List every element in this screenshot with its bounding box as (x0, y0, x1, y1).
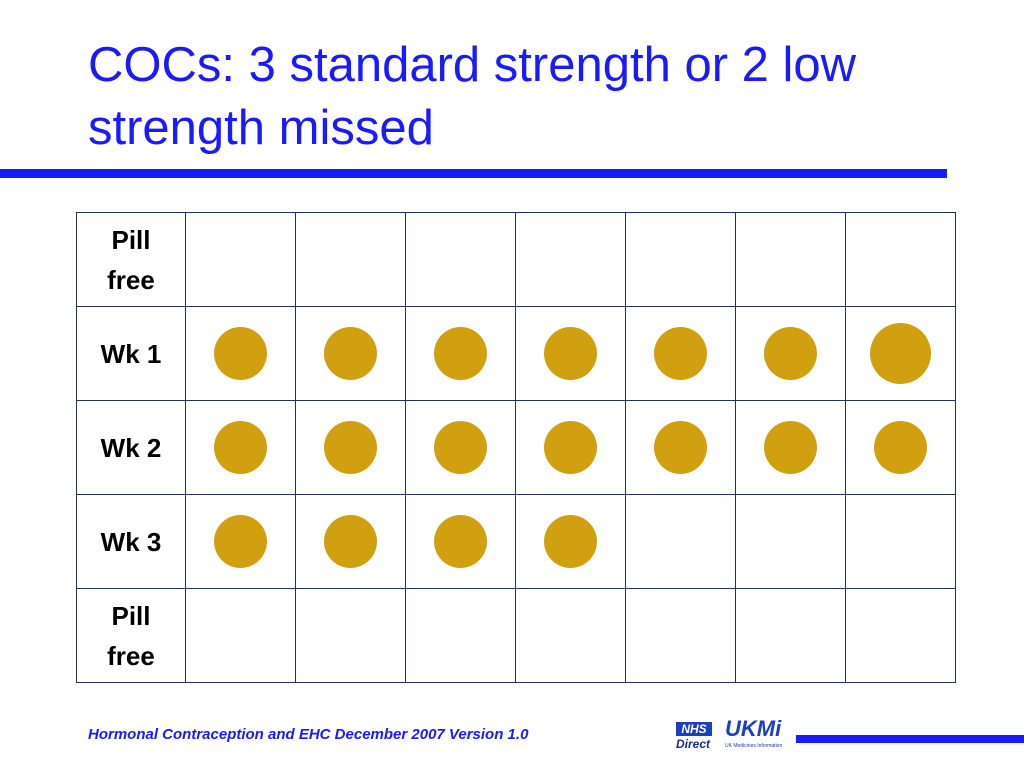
table-row: Wk 1 (76, 306, 956, 401)
table-row: Wk 2 (76, 400, 956, 495)
footer-caption: Hormonal Contraception and EHC December … (88, 726, 529, 743)
day-cell (735, 588, 846, 683)
row-label-line-1: Pill (111, 224, 151, 255)
ukmi-mark: UKMi (725, 716, 782, 741)
pill-icon (214, 327, 267, 380)
day-cell (295, 400, 406, 495)
day-cell (405, 494, 516, 589)
nhs-direct-logo: NHS Direct (676, 722, 716, 756)
day-cell (625, 212, 736, 307)
pill-icon (434, 327, 487, 380)
day-cell (735, 494, 846, 589)
pill-icon (654, 327, 707, 380)
row-label-line-1: Pill (111, 600, 151, 631)
day-cell (295, 212, 406, 307)
day-cell (295, 588, 406, 683)
day-cell (845, 212, 956, 307)
row-label: Pill free (76, 212, 186, 307)
pill-icon (544, 421, 597, 474)
pill-icon (214, 515, 267, 568)
pill-icon (324, 515, 377, 568)
pill-icon (870, 323, 931, 384)
row-label-line-1: Wk 2 (100, 432, 162, 463)
title-divider (0, 169, 947, 178)
pill-icon (544, 327, 597, 380)
day-cell (625, 306, 736, 401)
day-cell (625, 588, 736, 683)
day-cell (185, 400, 296, 495)
day-cell (405, 306, 516, 401)
table-row: Pill free (76, 588, 956, 683)
day-cell (625, 400, 736, 495)
pill-icon (214, 421, 267, 474)
row-label: Pill free (76, 588, 186, 683)
pill-icon (874, 421, 927, 474)
day-cell (185, 306, 296, 401)
row-label: Wk 1 (76, 306, 186, 401)
day-cell (405, 588, 516, 683)
row-label: Wk 3 (76, 494, 186, 589)
title-line-1: COCs: 3 standard strength or 2 low (88, 38, 857, 92)
nhs-badge: NHS (676, 722, 712, 736)
slide-title: COCs: 3 standard strength or 2 low stren… (88, 34, 1008, 160)
day-cell (405, 400, 516, 495)
day-cell (515, 306, 626, 401)
pill-icon (654, 421, 707, 474)
row-label: Wk 2 (76, 400, 186, 495)
pill-icon (434, 421, 487, 474)
day-cell (405, 212, 516, 307)
row-label-line-1: Wk 3 (100, 526, 162, 557)
day-cell (515, 400, 626, 495)
day-cell (515, 212, 626, 307)
day-cell (185, 588, 296, 683)
row-label-line-1: Wk 1 (100, 338, 162, 369)
pill-icon (544, 515, 597, 568)
table-row: Pill free (76, 212, 956, 307)
day-cell (735, 400, 846, 495)
pill-icon (324, 421, 377, 474)
row-label-line-2: free (107, 640, 155, 671)
day-cell (845, 494, 956, 589)
pill-icon (324, 327, 377, 380)
row-label-line-2: free (107, 264, 155, 295)
pill-schedule-table: Pill free Wk 1 Wk 2 (76, 212, 956, 683)
day-cell (185, 494, 296, 589)
nhs-direct-label: Direct (676, 737, 711, 751)
footer-divider (796, 735, 1024, 743)
day-cell (735, 306, 846, 401)
day-cell (735, 212, 846, 307)
pill-icon (764, 327, 817, 380)
day-cell (625, 494, 736, 589)
day-cell (845, 400, 956, 495)
ukmi-subtitle: UK Medicines Information (725, 743, 783, 749)
title-line-2: strength missed (88, 101, 434, 155)
day-cell (845, 306, 956, 401)
day-cell (845, 588, 956, 683)
pill-icon (764, 421, 817, 474)
day-cell (185, 212, 296, 307)
day-cell (515, 588, 626, 683)
table-row: Wk 3 (76, 494, 956, 589)
day-cell (295, 306, 406, 401)
day-cell (295, 494, 406, 589)
ukmi-logo: UKMi UK Medicines Information (725, 716, 795, 756)
pill-icon (434, 515, 487, 568)
day-cell (515, 494, 626, 589)
